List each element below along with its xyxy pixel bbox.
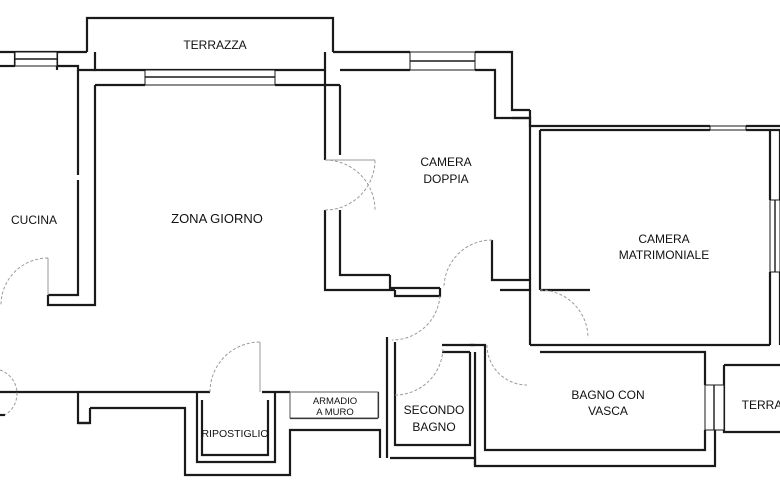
outer-walls [0,50,780,477]
label-secondo-bagno-line2: BAGNO [412,420,455,434]
doors [0,159,589,416]
label-armadio-line2: A MURO [316,407,353,418]
label-zona-giorno: ZONA GIORNO [171,211,263,226]
label-terrazza-top: TERRAZZA [183,38,246,52]
interior-walls [46,70,590,464]
label-cucina: CUCINA [11,213,57,227]
label-camera-matrimoniale-line1: CAMERA [638,232,689,246]
label-ripostiglio: RIPOSTIGLIO [201,428,268,440]
label-terrazza-right: TERRA [742,398,780,412]
label-camera-matrimoniale-line2: MATRIMONIALE [619,248,709,262]
windows [14,51,780,431]
label-armadio-line1: ARMADIO [313,396,357,407]
label-camera-doppia-line1: CAMERA [420,155,471,169]
label-camera-doppia-line2: DOPPIA [423,172,468,186]
label-bagno-con-vasca-line1: BAGNO CON [571,388,644,402]
label-bagno-con-vasca-line2: VASCA [588,404,628,418]
label-secondo-bagno-line1: SECONDO [404,403,465,417]
